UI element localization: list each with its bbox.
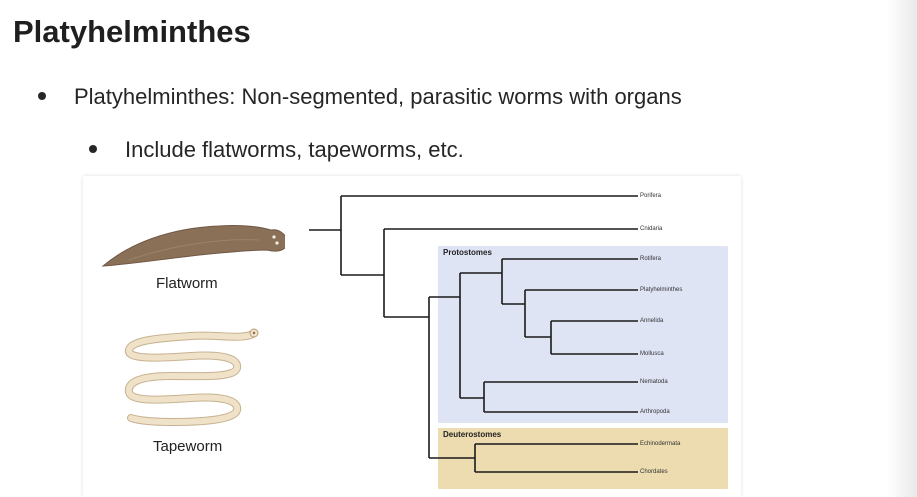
taxon-label: Porifera	[640, 193, 662, 199]
bullet-dot-icon	[89, 145, 97, 154]
protostomes-panel: Protostomes	[438, 246, 728, 423]
deuterostomes-panel: Deuterostomes	[438, 428, 728, 489]
taxon-label: Cnidaria	[640, 226, 663, 232]
bullet-examples: Include flatworms, tapeworms, etc.	[89, 137, 464, 163]
taxon-label: Nematoda	[640, 379, 668, 385]
bullet-definition: Platyhelminthes: Non-segmented, parasiti…	[38, 84, 682, 110]
flatworm-illustration	[101, 225, 285, 267]
taxon-label: Echinodermata	[640, 441, 681, 447]
bullet-definition-text: Platyhelminthes: Non-segmented, parasiti…	[74, 84, 682, 109]
bullet-dot-icon	[38, 92, 46, 101]
protostomes-title: Protostomes	[443, 248, 492, 257]
flatworm-label: Flatworm	[156, 275, 218, 292]
tapeworm-label: Tapeworm	[153, 438, 223, 455]
deuterostomes-title: Deuterostomes	[443, 430, 502, 439]
taxon-label: Rotifera	[640, 256, 662, 262]
taxon-label: Annelida	[640, 318, 664, 324]
taxon-label: Platyhelminthes	[640, 287, 683, 293]
slide-title: Platyhelminthes	[13, 14, 251, 49]
phylogenetic-tree	[309, 195, 638, 473]
bullet-examples-text: Include flatworms, tapeworms, etc.	[125, 137, 464, 162]
taxon-label: Chordates	[640, 469, 668, 475]
tapeworm-illustration	[124, 328, 259, 427]
slide-edge-shadow	[887, 0, 917, 497]
taxon-label: Arthropoda	[640, 409, 670, 415]
taxon-label: Mollusca	[640, 351, 664, 357]
phylogeny-figure: Flatworm Tapeworm Protostomes Deuterosto…	[83, 176, 741, 497]
